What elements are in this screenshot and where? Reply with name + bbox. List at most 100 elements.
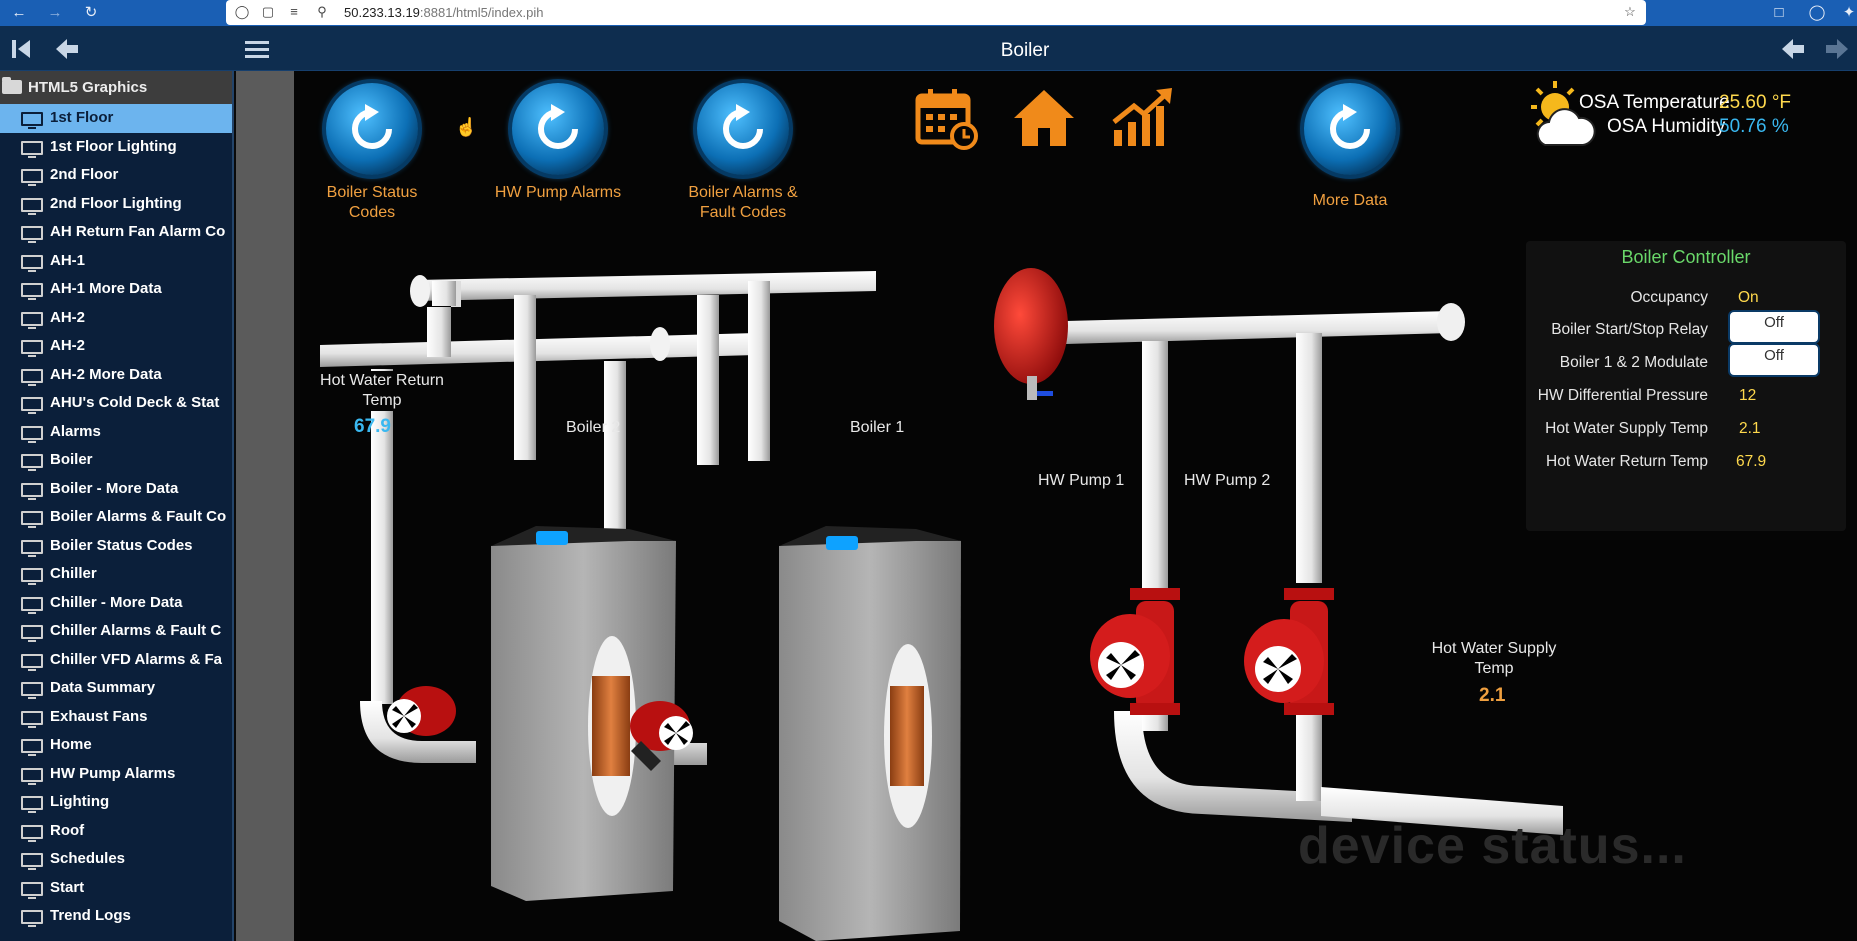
canvas-gutter	[236, 71, 294, 941]
sidebar-item[interactable]: Start	[0, 874, 232, 903]
sidebar-item[interactable]: Home	[0, 731, 232, 760]
page-title: Boiler	[1000, 40, 1050, 61]
sidebar-item[interactable]: Data Summary	[0, 674, 232, 703]
sidebar-item[interactable]: 2nd Floor Lighting	[0, 190, 232, 219]
controller-title: Boiler Controller	[1621, 247, 1751, 267]
sidebar-item[interactable]: Lighting	[0, 788, 232, 817]
pocket-icon[interactable]: □	[1774, 4, 1784, 21]
osa-temperature-label: OSA Temperature	[1579, 92, 1730, 113]
sidebar-item-label: AH-2 More Data	[50, 365, 162, 383]
sidebar-item-label: Chiller VFD Alarms & Fa	[50, 650, 222, 668]
monitor-icon	[21, 682, 43, 699]
boiler-status-codes-label: Boiler Status Codes	[326, 184, 418, 221]
hw-supply-temp-scene-label: Hot Water Supply Temp	[1431, 640, 1557, 677]
extensions-icon[interactable]: ✦	[1842, 4, 1856, 21]
boiler-alarms-button[interactable]	[697, 83, 789, 175]
next-page-icon[interactable]	[1824, 36, 1850, 62]
sidebar-item-label: AHU's Cold Deck & Stat	[50, 394, 220, 411]
sidebar-item[interactable]: AH-1 More Data	[0, 275, 232, 304]
hw-supply-temp-label: Hot Water Supply Temp	[1545, 420, 1708, 437]
mouse-cursor-icon: ☝	[455, 117, 478, 137]
sidebar-item[interactable]: 1st Floor Lighting	[0, 133, 232, 162]
sidebar-item[interactable]: Chiller - More Data	[0, 589, 232, 618]
more-data-button[interactable]	[1304, 83, 1396, 175]
modulate-button[interactable]: Off	[1728, 343, 1820, 377]
osa-humidity-value: 50.76 %	[1719, 116, 1789, 137]
boiler-2-label: Boiler 2	[566, 419, 621, 436]
sidebar-item-label: Roof	[50, 821, 85, 839]
home-icon[interactable]	[1012, 86, 1076, 155]
monitor-icon	[21, 739, 43, 756]
sidebar-item-label: Data Summary	[50, 679, 156, 696]
monitor-icon	[21, 197, 43, 215]
monitor-icon	[21, 511, 43, 528]
sidebar-item-label: Alarms	[50, 422, 101, 440]
monitor-icon	[21, 568, 43, 585]
insecure-lock-icon[interactable]: ▢	[261, 4, 275, 19]
monitor-icon	[21, 283, 43, 300]
sidebar-item-label: HW Pump Alarms	[50, 764, 176, 782]
app-toolbar: Boiler	[0, 26, 1857, 71]
monitor-icon	[21, 596, 43, 614]
trend-chart-icon[interactable]	[1110, 86, 1174, 155]
sidebar-item-label: AH-2	[50, 337, 86, 354]
sidebar-item[interactable]: AHU's Cold Deck & Stat	[0, 389, 232, 418]
account-icon[interactable]: ◯	[1808, 4, 1826, 21]
sidebar-item-label: Trend Logs	[50, 907, 131, 924]
sidebar-item[interactable]: Chiller	[0, 560, 232, 589]
schedule-calendar-icon[interactable]	[914, 86, 978, 155]
sidebar-item[interactable]: Chiller Alarms & Fault C	[0, 617, 232, 646]
sidebar-item[interactable]: Boiler Status Codes	[0, 532, 232, 561]
sidebar-item[interactable]: Alarms	[0, 418, 232, 447]
hw-pump-alarms-label: HW Pump Alarms	[494, 184, 622, 201]
sidebar-item[interactable]: AH-1	[0, 247, 232, 276]
monitor-icon	[21, 425, 43, 443]
sidebar-item-label: 2nd Floor Lighting	[50, 194, 182, 212]
sidebar-item[interactable]: Trend Logs	[0, 902, 232, 931]
shield-icon[interactable]: ◯	[234, 4, 250, 19]
sidebar-item-label: Chiller - More Data	[50, 593, 183, 611]
monitor-icon	[21, 140, 43, 158]
sidebar-item[interactable]: AH-2 More Data	[0, 361, 232, 390]
sidebar-item[interactable]: Chiller VFD Alarms & Fa	[0, 646, 232, 675]
sidebar-item[interactable]: Boiler Alarms & Fault Co	[0, 503, 232, 532]
hw-pump-alarms-button[interactable]	[512, 83, 604, 175]
address-bar[interactable]: ◯ ▢ ≡ ⚲ 50.233.13.19:8881/html5/index.pi…	[226, 0, 1646, 25]
sidebar-item[interactable]: Roof	[0, 817, 232, 846]
sidebar-item[interactable]: HW Pump Alarms	[0, 760, 232, 789]
sidebar-item[interactable]: AH-2	[0, 332, 232, 361]
boiler-1-body	[779, 531, 961, 941]
sidebar-item[interactable]: AH-2	[0, 304, 232, 333]
sidebar-item-label: Boiler Status Codes	[50, 536, 193, 554]
sidebar-item[interactable]: Exhaust Fans	[0, 703, 232, 732]
sidebar-root[interactable]: HTML5 Graphics	[0, 71, 232, 104]
boiler-status-codes-button[interactable]	[326, 83, 418, 175]
start-stop-relay-button[interactable]: Off	[1728, 310, 1820, 344]
supply-header-pipe	[1066, 311, 1451, 344]
key-icon[interactable]: ⚲	[317, 4, 327, 19]
sidebar-item[interactable]: 1st Floor	[0, 104, 232, 133]
modulate-label: Boiler 1 & 2 Modulate	[1559, 354, 1708, 371]
lower-header-pipe	[320, 333, 756, 367]
sidebar-item[interactable]: Boiler	[0, 446, 232, 475]
prev-page-icon[interactable]	[1780, 36, 1806, 62]
menu-icon[interactable]	[244, 36, 270, 62]
permissions-icon[interactable]: ≡	[290, 4, 298, 19]
back-icon[interactable]: ←	[11, 4, 27, 21]
partly-cloudy-icon	[1523, 79, 1603, 164]
reload-icon[interactable]: ↻	[84, 4, 98, 21]
first-page-icon[interactable]	[8, 36, 34, 62]
sidebar-item[interactable]: 2nd Floor	[0, 161, 232, 190]
boiler-2-body	[491, 533, 676, 901]
bookmark-star-icon[interactable]: ☆	[1624, 4, 1636, 19]
boiler-alarms-label: Boiler Alarms & Fault Codes	[688, 184, 798, 221]
sidebar-item[interactable]: Schedules	[0, 845, 232, 874]
back-arrow-icon[interactable]	[54, 36, 80, 62]
forward-icon[interactable]: →	[47, 4, 63, 21]
sidebar-item[interactable]: AH Return Fan Alarm Co	[0, 218, 232, 247]
hw-return-temp-value: 67.9	[1736, 453, 1767, 470]
sidebar-item[interactable]: Boiler - More Data	[0, 475, 232, 504]
hw-diff-pressure-label: HW Differential Pressure	[1537, 387, 1708, 404]
